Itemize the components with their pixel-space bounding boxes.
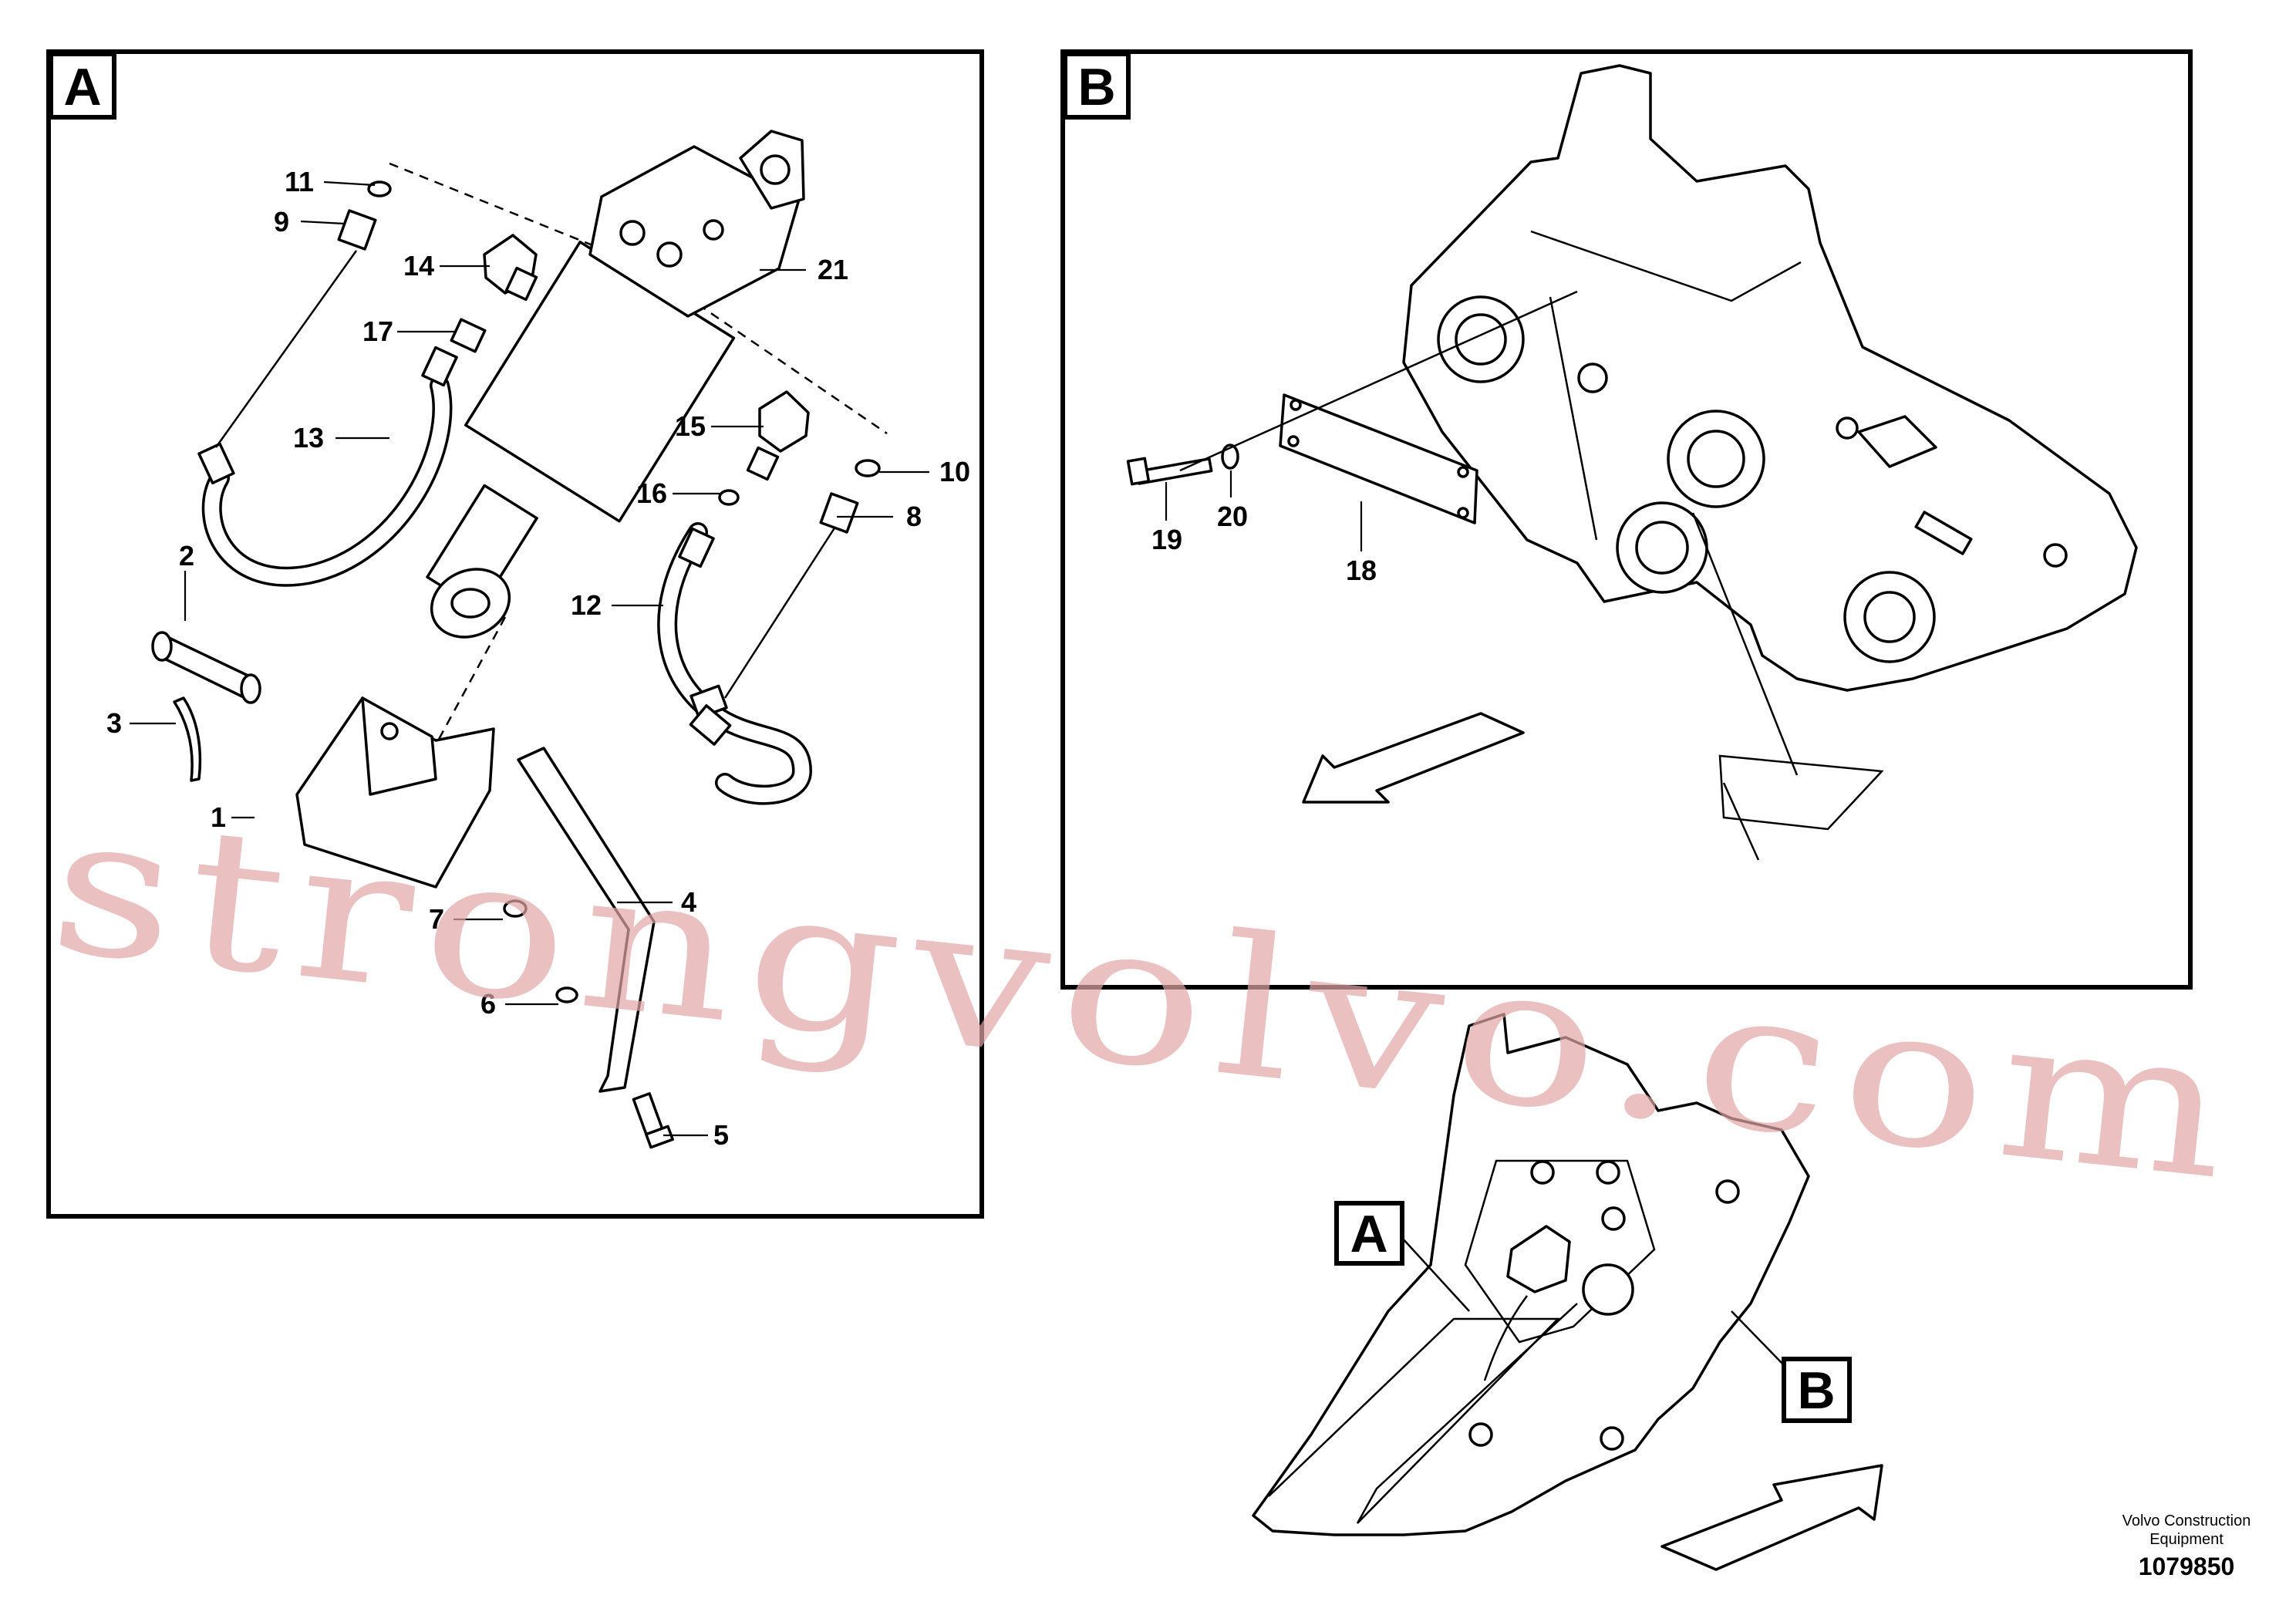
dash-line-upper [389,162,888,435]
leader-lines-a [130,180,929,1137]
callout-15: 15 [675,410,706,442]
hose-13-line [214,250,358,448]
callout-14: 14 [403,250,434,282]
watermark: strongvolvo.com [42,771,2251,1223]
fitting-8 [819,492,859,534]
overview-b-tag: B [1797,1361,1835,1420]
callout-1: 1 [211,801,226,833]
callout-6: 6 [480,988,496,1020]
washer-6 [555,986,578,1003]
callout-10: 10 [939,456,970,487]
callout-12: 12 [571,589,602,621]
footer-company-line2: Equipment [2149,1531,2224,1548]
callout-18: 18 [1346,555,1377,586]
hydraulic-cylinder [426,130,805,639]
o-ring-10 [855,459,881,477]
callout-16: 16 [636,477,667,509]
panel-b-tag-box [1063,52,1131,120]
callout-5: 5 [713,1119,729,1151]
callout-11: 11 [285,166,314,197]
panel-a-frame [46,49,984,1219]
quick-coupler-body [1402,64,2138,692]
callout-17: 17 [362,315,393,347]
callout-13: 13 [293,422,324,454]
mounting-bracket [295,696,495,889]
o-ring-16 [718,489,740,506]
washer-7 [503,899,528,918]
decal-plate-location [1691,512,1884,861]
panel-a-tag-box [49,52,116,120]
panel-a: A [46,49,984,1219]
footer-drawing-number: 1079850 [2139,1553,2235,1580]
cotter-pin [173,696,202,782]
pin [151,631,261,704]
callout-21: 21 [818,254,848,285]
callout-4: 4 [681,886,696,918]
decal-plate [1279,393,1478,524]
bolt-5 [632,1092,674,1149]
callout-2: 2 [179,540,194,572]
fitting-14 [483,234,538,302]
overview-coupler [1252,1013,1810,1536]
footer-company-line1: Volvo Construction [2122,1512,2251,1529]
panel-b-tag: B [1077,58,1115,116]
panel-a-tag: A [63,58,101,116]
overview-a-pointer [1401,1237,1470,1312]
overview-direction-arrow [1660,1464,1883,1571]
hose-12 [657,522,813,805]
washer-20 [1221,443,1239,470]
footer: Volvo Construction Equipment 1079850 [2122,1512,2251,1580]
overview-a-tag-box [1334,1201,1404,1266]
callout-7: 7 [429,903,444,935]
plate-pointer-line [1179,290,1578,472]
callout-3: 3 [106,707,122,739]
fitting-15 [746,390,810,481]
callouts-a: 11 9 14 21 17 15 13 10 16 8 2 12 3 1 4 7… [106,166,970,1151]
callout-8: 8 [906,501,922,532]
hose-12-line [723,524,838,699]
callout-19: 19 [1151,524,1182,555]
callout-9: 9 [274,206,289,238]
overview-a-tag: A [1350,1205,1387,1263]
overview-b-pointer [1731,1310,1785,1366]
hose-13 [197,346,458,587]
bracket-arm [517,747,656,1093]
panel-b-frame [1060,49,2193,990]
fitting-9 [337,209,377,251]
overview-b-tag-box [1782,1357,1852,1423]
callout-20: 20 [1217,501,1248,532]
fitting-17 [450,318,487,353]
direction-arrow-b [1302,712,1525,804]
panel-b: B [1060,49,2193,990]
